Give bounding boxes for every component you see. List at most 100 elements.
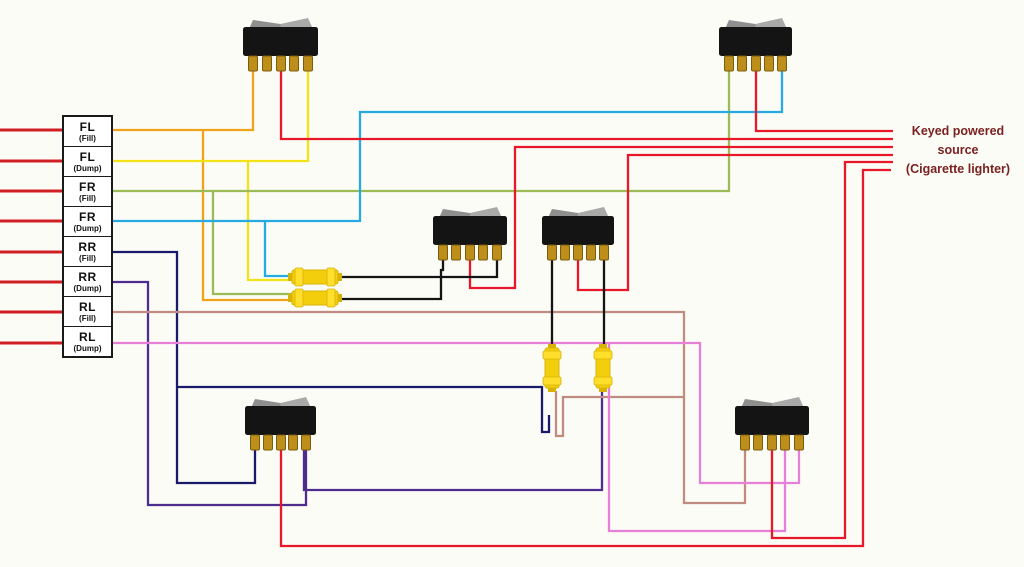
rocker-switch-top-left-pin-3 xyxy=(276,55,286,72)
keyed-power-source-label: Keyed powered source (Cigarette lighter) xyxy=(892,122,1024,179)
terminal-cell-mode: (Fill) xyxy=(79,313,96,323)
rocker-switch-bottom-right-pin-3 xyxy=(767,434,777,451)
rocker-switch-bottom-left-rocker-right xyxy=(280,397,311,408)
rocker-switch-top-left-pin-5 xyxy=(303,55,313,72)
terminal-cell-name: FR xyxy=(79,179,96,194)
rocker-switch-mid-left-pin-2 xyxy=(451,244,461,261)
rocker-switch-top-left-rocker-right xyxy=(280,18,313,29)
inline-fuse-right-collar-top xyxy=(593,350,613,360)
terminal-cell-name: RR xyxy=(78,239,97,254)
terminal-cell-name: FR xyxy=(79,209,96,224)
rocker-switch-mid-right-pin-2 xyxy=(560,244,570,261)
inline-fuse-bottom-body xyxy=(291,290,339,306)
rocker-switch-top-right-pin-1 xyxy=(724,55,734,72)
rocker-switch-mid-right-pin-3 xyxy=(573,244,583,261)
terminal-cell-name: RR xyxy=(78,269,97,284)
inline-fuse-bottom-collar-right xyxy=(326,288,336,308)
terminal-cell-mode: (Fill) xyxy=(79,253,96,263)
rocker-switch-top-right-body xyxy=(719,27,792,56)
rocker-switch-top-right-pin-4 xyxy=(764,55,774,72)
rocker-switch-mid-right-rocker-left xyxy=(548,209,578,218)
power-bottom-right-switch-wire xyxy=(770,160,893,540)
rl-dump-branch-wire xyxy=(607,343,787,533)
rocker-switch-mid-left-pin-1 xyxy=(438,244,448,261)
rocker-switch-bottom-left-pin-3 xyxy=(276,434,286,451)
rocker-switch-mid-right-pin-4 xyxy=(586,244,596,261)
rocker-switch-bottom-left-pin-4 xyxy=(288,434,298,451)
rocker-switch-bottom-left-rocker-left xyxy=(251,399,281,408)
rocker-switch-top-left-pin-1 xyxy=(248,55,258,72)
fuse-bottom-to-mid-left-pin1-wire xyxy=(340,250,445,301)
rocker-switch-bottom-right-rocker-right xyxy=(772,397,804,408)
rocker-switch-bottom-left-pin-5 xyxy=(301,434,311,451)
terminal-cell-name: FL xyxy=(79,119,96,134)
rocker-switch-bottom-right-pin-2 xyxy=(753,434,763,451)
terminal-cell-mode: (Dump) xyxy=(73,343,102,353)
inline-fuse-top-collar-left xyxy=(294,267,304,287)
terminal-cell-fr-fill: FR(Fill) xyxy=(64,177,111,207)
rocker-switch-mid-right-pin-1 xyxy=(547,244,557,261)
fr-fill-wire-wire xyxy=(113,64,731,193)
inline-fuse-right-collar-bottom xyxy=(593,376,613,386)
rocker-switch-top-left-body xyxy=(243,27,318,56)
rocker-switch-top-right-pin-5 xyxy=(777,55,787,72)
terminal-cell-name: FL xyxy=(79,149,96,164)
rr-fill-fuse-branch-wire xyxy=(177,385,551,434)
rocker-switch-top-right-rocker-right xyxy=(755,18,787,29)
rocker-switch-mid-left-rocker-right xyxy=(470,207,502,218)
fr-dump-wire-wire xyxy=(113,64,784,223)
inline-fuse-top-collar-right xyxy=(326,267,336,287)
fl-dump-wire-wire xyxy=(113,64,310,163)
source-label-line2: source xyxy=(937,143,979,157)
rocker-switch-mid-left-pin-5 xyxy=(492,244,502,261)
rocker-switch-bottom-right-pin-4 xyxy=(780,434,790,451)
terminal-cell-mode: (Dump) xyxy=(73,163,102,173)
rocker-switch-bottom-left-pin-1 xyxy=(250,434,260,451)
source-label-line3: (Cigarette lighter) xyxy=(905,162,1011,176)
power-mid-left-switch-wire xyxy=(468,145,893,290)
terminal-cell-fr-dump: FR(Dump) xyxy=(64,207,111,237)
rocker-switch-mid-right-rocker-right xyxy=(578,207,609,218)
fr-fill-fuse-branch-wire xyxy=(211,191,292,296)
rocker-switch-mid-left-pin-4 xyxy=(478,244,488,261)
terminal-cell-rr-dump: RR(Dump) xyxy=(64,267,111,297)
terminal-cell-name: RL xyxy=(79,299,96,314)
rocker-switch-top-right-pin-3 xyxy=(751,55,761,72)
inline-fuse-left-collar-top xyxy=(542,350,562,360)
rocker-switch-bottom-right-rocker-left xyxy=(741,399,772,408)
terminal-cell-mode: (Dump) xyxy=(73,283,102,293)
rocker-switch-top-left-pin-4 xyxy=(289,55,299,72)
rocker-switch-bottom-right-pin-1 xyxy=(740,434,750,451)
rocker-switch-top-left-pin-2 xyxy=(262,55,272,72)
terminal-cell-mode: (Fill) xyxy=(79,133,96,143)
rl-fill-wire-wire xyxy=(113,310,747,505)
rocker-switch-mid-right-body xyxy=(542,216,614,245)
power-bottom-left-switch-wire xyxy=(279,168,891,548)
inline-fuse-left-collar-bottom xyxy=(542,376,562,386)
terminal-cell-mode: (Fill) xyxy=(79,193,96,203)
rr-fill-wire-wire xyxy=(113,250,257,485)
rl-fill-fuse-branch-wire xyxy=(554,391,684,438)
rl-dump-wire-wire xyxy=(113,341,801,485)
fl-fill-fuse-branch-wire xyxy=(201,130,292,302)
terminal-cell-rl-dump: RL(Dump) xyxy=(64,327,111,356)
rocker-switch-bottom-left-body xyxy=(245,406,316,435)
terminal-cell-fl-dump: FL(Dump) xyxy=(64,147,111,177)
fl-dump-fuse-branch-wire xyxy=(246,161,292,282)
terminal-cell-name: RL xyxy=(79,329,96,344)
rocker-switch-bottom-right-body xyxy=(735,406,809,435)
power-top-right-switch-wire xyxy=(754,64,893,133)
rocker-switch-top-right-rocker-left xyxy=(725,20,756,29)
source-label-line1: Keyed powered xyxy=(911,124,1005,138)
rr-dump-wire-wire xyxy=(113,280,308,507)
rocker-switch-top-right-pin-2 xyxy=(737,55,747,72)
rocker-switch-bottom-right-pin-5 xyxy=(794,434,804,451)
terminal-cell-rl-fill: RL(Fill) xyxy=(64,297,111,327)
rocker-switch-mid-left-pin-3 xyxy=(465,244,475,261)
fl-fill-wire-wire xyxy=(113,64,255,132)
rocker-switch-bottom-left-pin-2 xyxy=(263,434,273,451)
terminal-cell-rr-fill: RR(Fill) xyxy=(64,237,111,267)
inline-fuse-bottom-collar-left xyxy=(294,288,304,308)
